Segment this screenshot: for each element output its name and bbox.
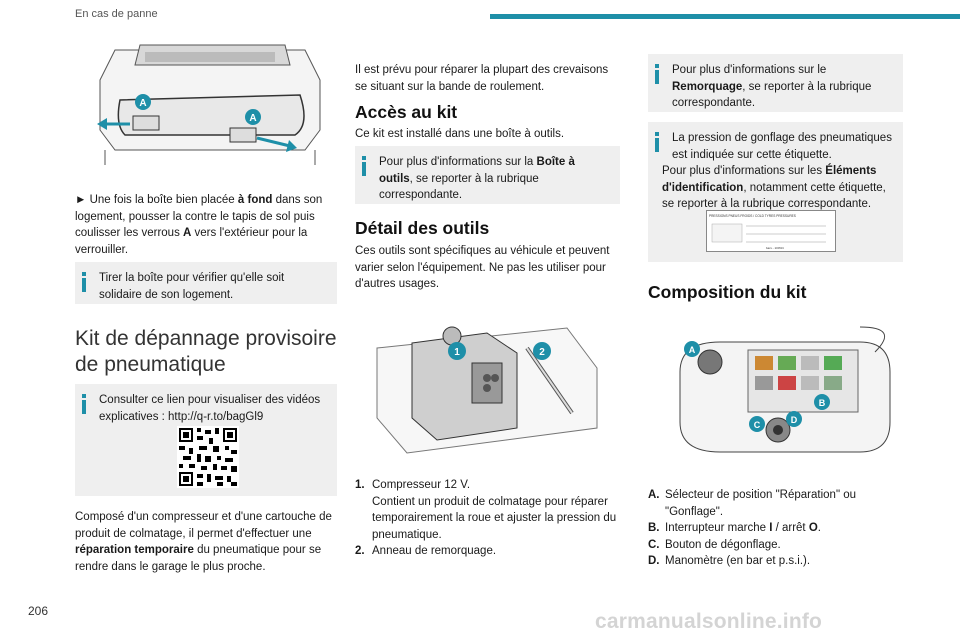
kit-description: Composé d'un compresseur et d'une cartou… — [75, 511, 332, 573]
fig3-label-d: D — [791, 415, 798, 425]
access-text: Ce kit est installé dans une boîte à out… — [355, 128, 565, 140]
header-section-label: En cas de panne — [75, 8, 158, 20]
fig2-label-2: 2 — [539, 347, 545, 358]
info-box-video: Consulter ce lien pour visualiser des vi… — [75, 384, 337, 496]
repair-scope-text: Il est prévu pour réparer la plupart des… — [355, 64, 609, 93]
tools-text: Ces outils sont spécifiques au véhicule … — [355, 245, 610, 290]
info-box-check: Tirer la boîte pour vérifier qu'elle soi… — [75, 262, 337, 304]
heading-composition: Composition du kit — [648, 282, 807, 302]
pressure-label-title: PRESSIONS PNEUS FROIDS / COLD TYRES PRES… — [709, 214, 796, 218]
tyre-pressure-label: PRESSIONS PNEUS FROIDS / COLD TYRES PRES… — [706, 210, 836, 252]
list-item: 2.Anneau de remorquage. — [355, 545, 497, 557]
list-item: A.Sélecteur de position "Réparation" ou … — [648, 489, 857, 518]
watermark: carmanualsonline.info — [595, 610, 823, 633]
lock-box-illustration: A A — [97, 44, 321, 165]
fig3-label-c: C — [754, 420, 761, 430]
info-icon — [79, 272, 89, 294]
info-icon — [79, 394, 89, 416]
list-item: D.Manomètre (en bar et p.s.i.). — [648, 555, 811, 567]
fig3-label-a: A — [689, 345, 696, 355]
list-item: 1.Compresseur 12 V.Contient un produit d… — [355, 479, 617, 541]
heading-access: Accès au kit — [355, 102, 458, 122]
tools-list: 1.Compresseur 12 V.Contient un produit d… — [355, 477, 620, 560]
list-item: B.Interrupteur marche I / arrêt O. — [648, 522, 821, 534]
components-list: A.Sélecteur de position "Réparation" ou … — [648, 487, 903, 570]
fig1-label-a2: A — [249, 113, 256, 124]
info-icon — [359, 156, 369, 178]
info-box-toolbox: Pour plus d'informations sur la Boîte à … — [355, 146, 620, 204]
list-item: C.Bouton de dégonflage. — [648, 538, 781, 551]
toolbox-illustration: 1 2 — [376, 326, 598, 454]
heading-tools: Détail des outils — [355, 218, 490, 238]
info-box-pressure: La pression de gonflage des pneumatiques… — [648, 122, 903, 262]
qr-code[interactable] — [177, 426, 239, 488]
page-number: 206 — [28, 604, 49, 618]
info-icon — [652, 132, 662, 154]
fig1-label-a1: A — [139, 98, 146, 109]
info-icon — [652, 64, 662, 86]
pressure-label-unit: bars - 100%/t — [766, 246, 784, 250]
header-accent-bar — [490, 14, 960, 19]
step-instruction: ► Une fois la boîte bien placée à fond d… — [75, 194, 323, 256]
info-box-towing: Pour plus d'informations sur le Remorqua… — [648, 54, 903, 112]
fig2-label-1: 1 — [454, 347, 460, 358]
compressor-illustration: A B C D — [679, 326, 891, 453]
fig3-label-b: B — [819, 398, 826, 408]
